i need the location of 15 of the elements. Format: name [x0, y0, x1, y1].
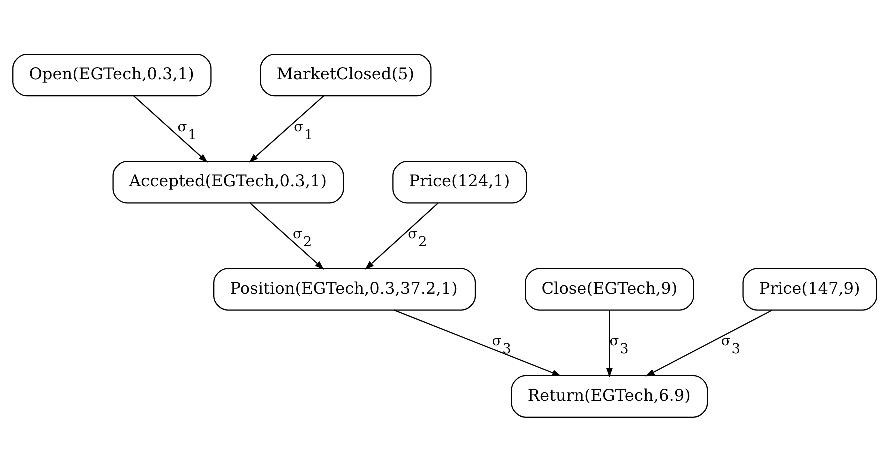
node-box: Price(124,1)	[392, 161, 528, 204]
arrow	[365, 202, 439, 270]
node-box: Open(EGTech,0.3,1)	[12, 54, 212, 97]
node-box: Return(EGTech,6.9)	[511, 375, 708, 418]
arrow	[250, 202, 324, 270]
arrow	[394, 310, 562, 376]
node-box: Accepted(EGTech,0.3,1)	[112, 161, 344, 204]
node-box: Price(147,9)	[742, 268, 878, 311]
arrow	[646, 310, 773, 377]
node-box: Close(EGTech,9)	[525, 268, 694, 311]
node-box: Position(EGTech,0.3,37.2,1)	[214, 268, 476, 311]
arrow	[134, 96, 208, 163]
node-box: MarketClosed(5)	[260, 54, 432, 97]
arrow	[606, 310, 613, 378]
arrow	[249, 96, 324, 163]
